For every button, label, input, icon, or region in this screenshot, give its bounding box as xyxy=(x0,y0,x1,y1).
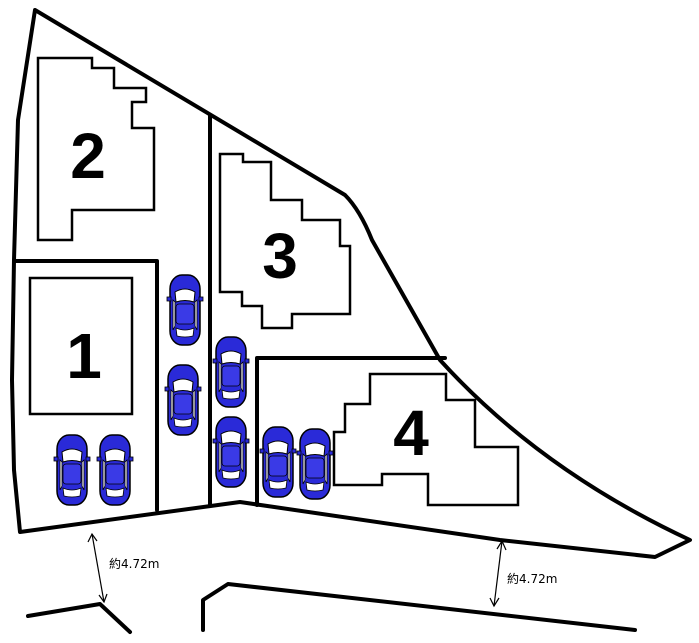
car-icon xyxy=(259,426,297,498)
road-width-dimension-right xyxy=(489,539,507,608)
lot-number-4: 4 xyxy=(393,397,429,469)
lot-line-1-2 xyxy=(12,259,159,512)
road-width-label-right: 約4.72m xyxy=(507,571,557,586)
building-4 xyxy=(332,372,520,507)
car-icon xyxy=(96,434,134,506)
car-icon xyxy=(164,364,202,436)
building-3 xyxy=(218,152,352,330)
lot-number-2: 2 xyxy=(70,120,106,192)
car-icon xyxy=(212,336,250,408)
lot-number-1: 1 xyxy=(66,320,102,392)
car-icon xyxy=(53,434,91,506)
lot-number-3: 3 xyxy=(262,220,298,292)
building-1 xyxy=(28,276,134,416)
road-width-dimension-left xyxy=(87,532,108,604)
car-icon xyxy=(166,274,204,346)
road-width-label-left: 約4.72m xyxy=(109,556,159,571)
road-edge-bottom-right xyxy=(201,582,637,632)
building-2 xyxy=(36,56,156,242)
lot-line-3-4 xyxy=(255,356,447,507)
property-boundary xyxy=(10,8,692,559)
road-edge-bottom-left xyxy=(26,602,132,634)
car-icon xyxy=(296,428,334,500)
car-icon xyxy=(212,416,250,488)
